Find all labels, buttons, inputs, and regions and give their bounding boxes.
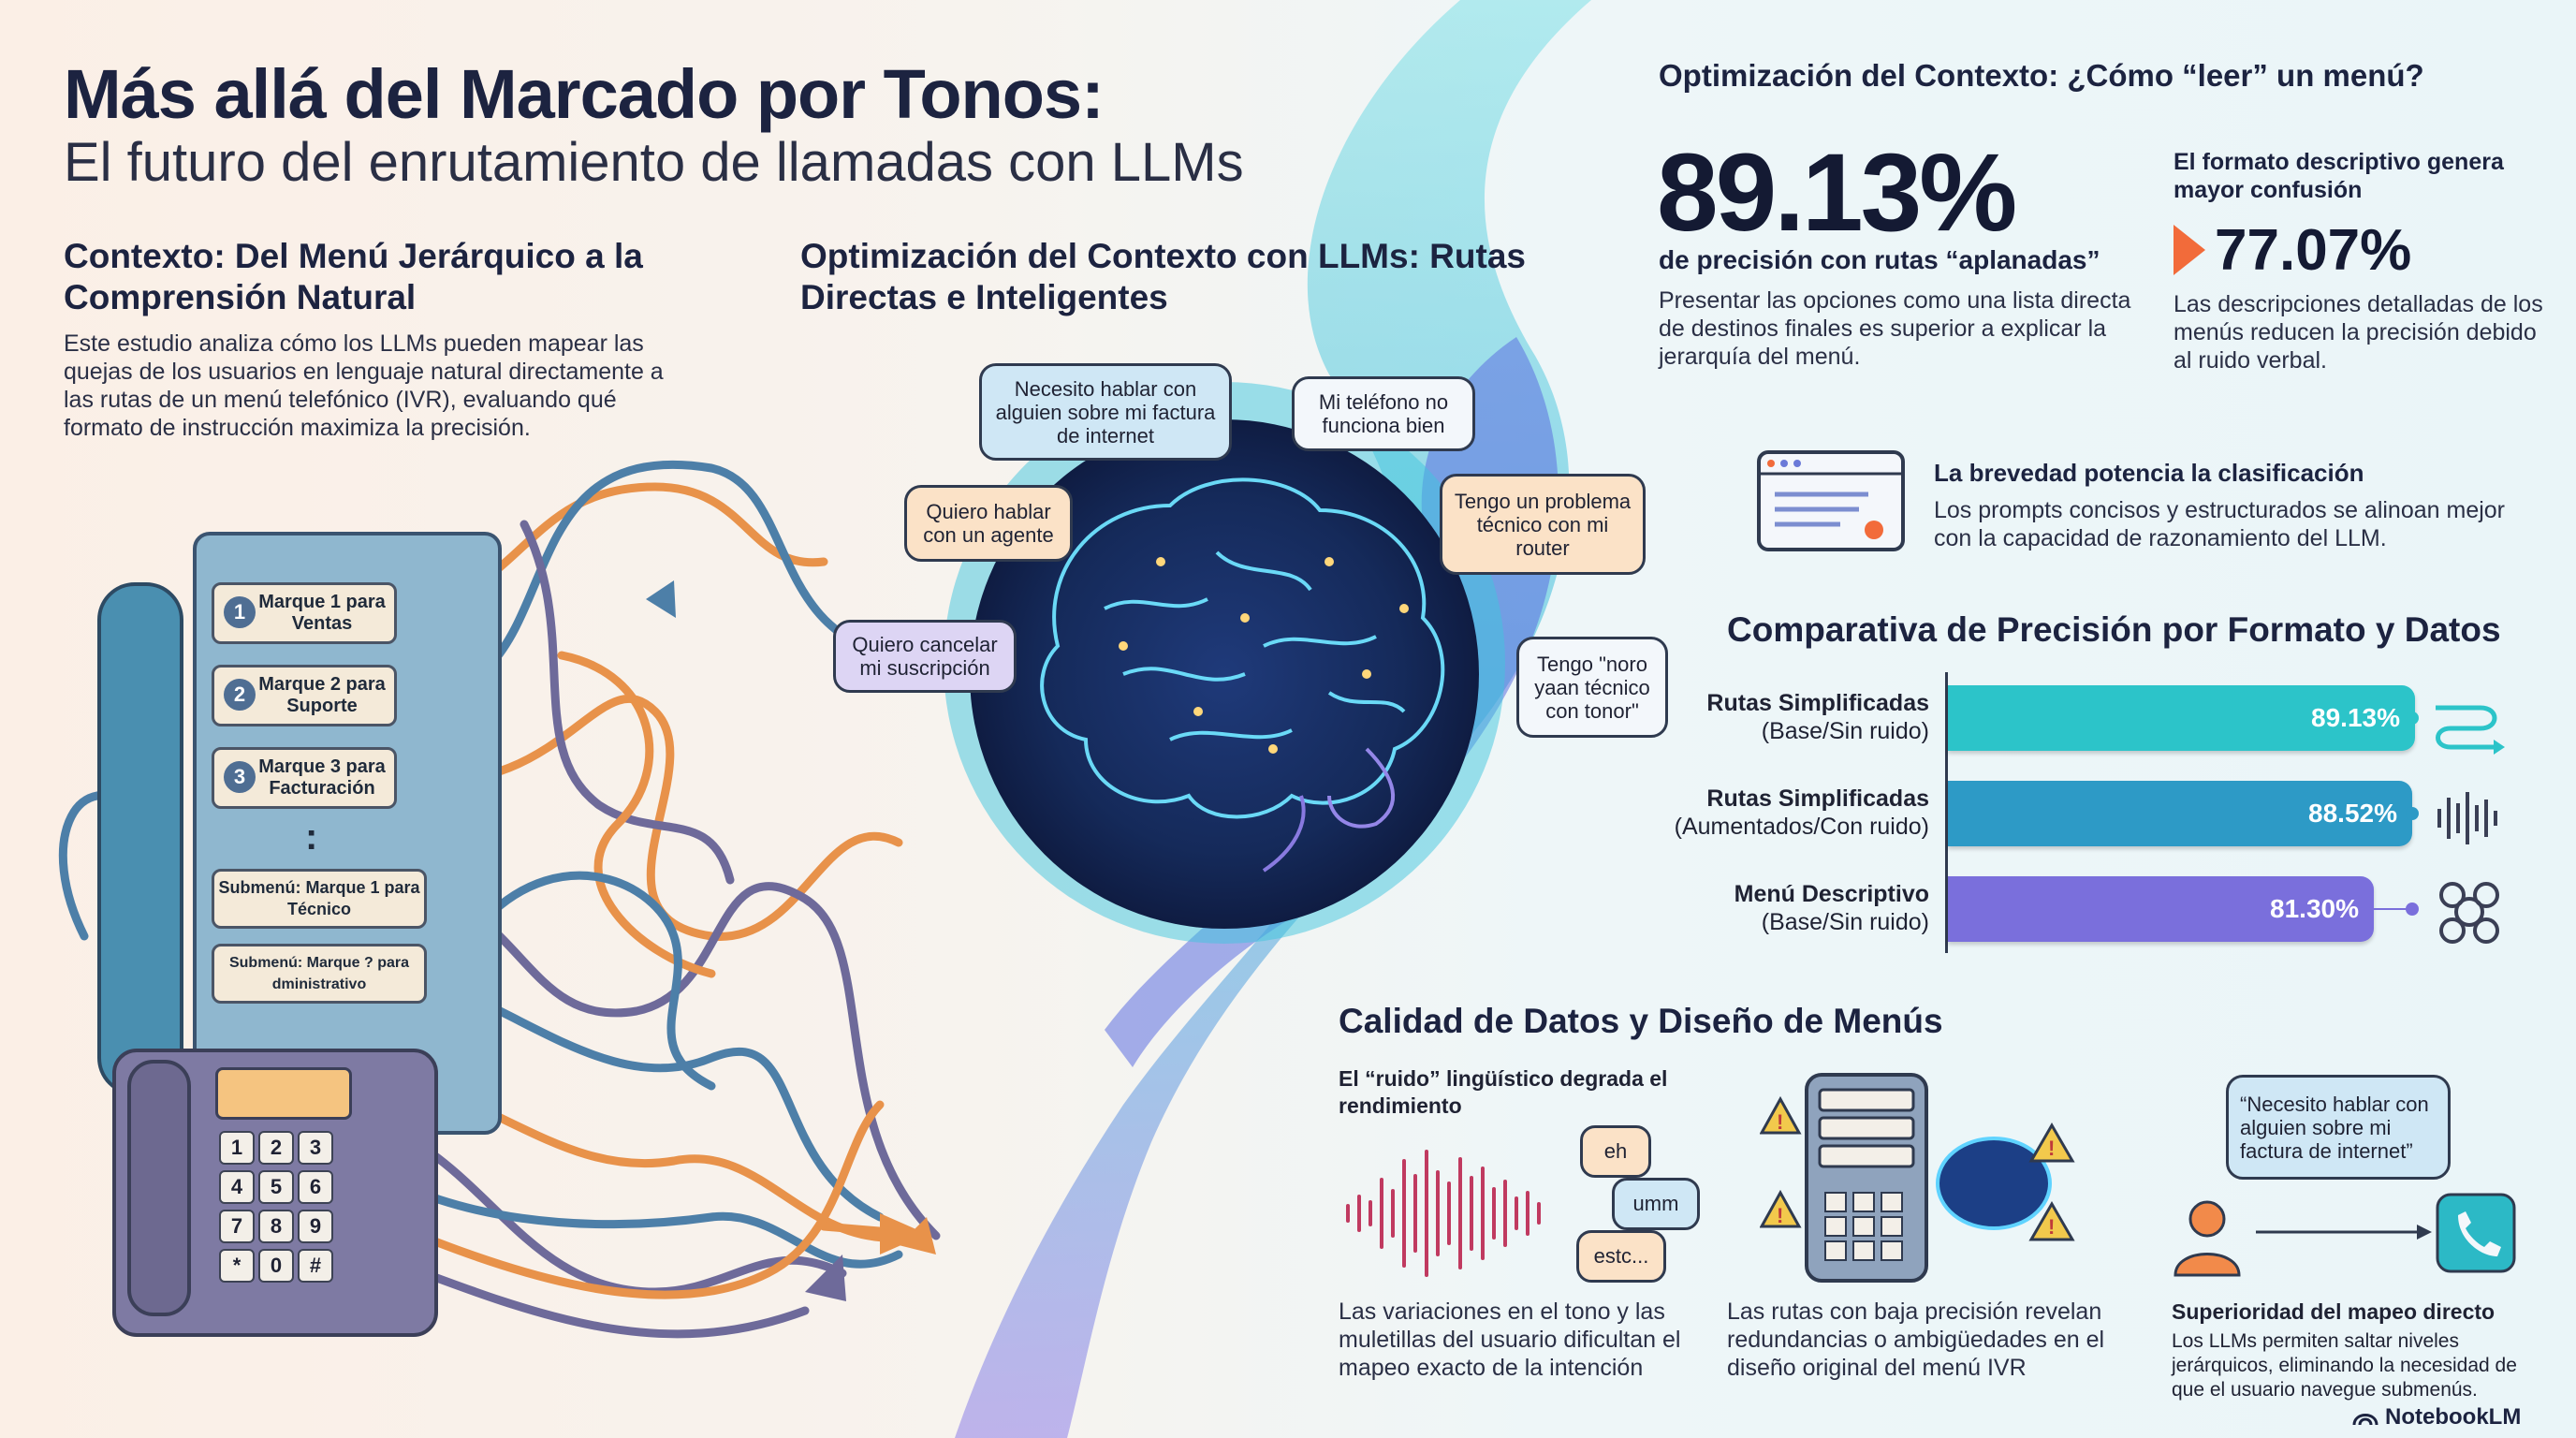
keypad-key[interactable]: 9 bbox=[298, 1210, 333, 1243]
chart-axis bbox=[1945, 672, 1948, 953]
direct-mapping-illustration bbox=[2174, 1193, 2516, 1277]
keypad-key[interactable]: * bbox=[219, 1249, 255, 1283]
right-section-title: Optimización del Contexto: ¿Cómo “leer” … bbox=[1659, 58, 2424, 93]
page-subtitle: El futuro del enrutamiento de llamadas c… bbox=[64, 132, 1244, 193]
menu-option-3[interactable]: 3 Marque 3 para Facturación bbox=[212, 747, 397, 809]
bar-value-label: 88.52% bbox=[2308, 799, 2397, 828]
bar-category-detail: (Base/Sin ruido) bbox=[1761, 718, 1929, 744]
filler-word-estc: estc... bbox=[1576, 1230, 1666, 1283]
keypad-key[interactable]: 3 bbox=[298, 1131, 333, 1165]
keypad-key[interactable]: 0 bbox=[258, 1249, 294, 1283]
descriptive-stat-value: 77.07% bbox=[2215, 218, 2412, 283]
data-quality-title: Calidad de Datos y Diseño de Menús bbox=[1339, 1002, 1943, 1040]
menu-number: 1 bbox=[224, 596, 256, 628]
bar-category-name: Rutas Simplificadas bbox=[1706, 690, 1929, 716]
bar-category-label: Rutas Simplificadas(Base/Sin ruido) bbox=[1555, 689, 1929, 745]
keypad-key[interactable]: 7 bbox=[219, 1210, 255, 1243]
bar-connector-dot bbox=[2406, 712, 2419, 725]
waveform-icon bbox=[2437, 792, 2497, 844]
bar bbox=[1948, 781, 2412, 846]
keypad-key[interactable]: # bbox=[298, 1249, 333, 1283]
descriptive-stat-desc: Las descripciones detalladas de los menú… bbox=[2174, 291, 2543, 374]
keypad-key[interactable]: 2 bbox=[258, 1131, 294, 1165]
menu-option-2[interactable]: 2 Marque 2 para Suporte bbox=[212, 665, 397, 726]
brevity-title: La brevedad potencia la clasificación bbox=[1934, 459, 2364, 487]
svg-text:!: ! bbox=[2048, 1215, 2055, 1239]
svg-text:!: ! bbox=[1777, 1110, 1783, 1134]
speech-bubble-billing: Necesito hablar con alguien sobre mi fac… bbox=[979, 363, 1232, 461]
svg-text:!: ! bbox=[1777, 1204, 1783, 1227]
keypad-key[interactable]: 1 bbox=[219, 1131, 255, 1165]
play-arrow-icon bbox=[2174, 225, 2205, 275]
main-accuracy-label: de precisión con rutas “aplanadas” bbox=[1659, 245, 2100, 274]
context-title: Contexto: Del Menú Jerárquico a la Compr… bbox=[64, 237, 643, 316]
bar-category-name: Menú Descriptivo bbox=[1734, 881, 1929, 907]
bar bbox=[1948, 876, 2374, 942]
ivr-warning-illustration: !!!! bbox=[1760, 1073, 2075, 1283]
phone-call-icon bbox=[2436, 1193, 2516, 1273]
bar-category-label: Rutas Simplificadas(Aumentados/Con ruido… bbox=[1555, 785, 1929, 841]
menu-option-label: Marque 2 para Suporte bbox=[258, 674, 386, 716]
tangle-icon bbox=[2439, 882, 2499, 944]
context-body: Este estudio analiza cómo los LLMs puede… bbox=[64, 330, 664, 441]
menu-option-label: Marque 3 para Facturación bbox=[258, 756, 386, 799]
chart-title: Comparativa de Precisión por Formato y D… bbox=[1727, 610, 2501, 649]
keypad-key[interactable]: 6 bbox=[298, 1170, 333, 1204]
menu-number: 2 bbox=[224, 679, 256, 711]
brand-label: NotebookLM bbox=[2385, 1404, 2522, 1430]
submenu-2[interactable]: Submenú: Marque ? para dministrativo bbox=[212, 944, 427, 1004]
phone-display bbox=[215, 1067, 352, 1120]
phone-receiver-icon bbox=[127, 1060, 191, 1316]
keypad-key[interactable]: 4 bbox=[219, 1170, 255, 1204]
bar-connector-dot bbox=[2406, 807, 2419, 820]
bar-category-label: Menú Descriptivo(Base/Sin ruido) bbox=[1555, 880, 1929, 936]
main-accuracy-desc: Presentar las opciones como una lista di… bbox=[1659, 287, 2131, 370]
sound-wave-icon bbox=[1346, 1150, 1541, 1277]
warning-icon bbox=[1760, 1095, 2075, 1241]
filler-word-eh: eh bbox=[1580, 1125, 1651, 1178]
svg-text:!: ! bbox=[2048, 1137, 2055, 1160]
bar-category-detail: (Base/Sin ruido) bbox=[1761, 909, 1929, 935]
bar-category-detail: (Aumentados/Con ruido) bbox=[1674, 814, 1929, 840]
speech-bubble-noisy: Tengo "noro yaan técnico con tonor" bbox=[1516, 637, 1668, 738]
phone-handset-icon bbox=[97, 582, 183, 1095]
window-icon bbox=[1757, 450, 1905, 551]
menu-number: 3 bbox=[224, 761, 256, 793]
bar-connector-dot bbox=[2406, 902, 2419, 916]
speech-bubble-agent: Quiero hablar con un agente bbox=[904, 485, 1073, 562]
menu-option-label: Marque 1 para Ventas bbox=[258, 592, 386, 634]
bar bbox=[1948, 685, 2415, 751]
page-title: Más allá del Marcado por Tonos: bbox=[64, 55, 1105, 133]
bar-connector bbox=[2374, 908, 2411, 910]
bar-value-label: 81.30% bbox=[2270, 894, 2359, 923]
filler-word-umm: umm bbox=[1612, 1178, 1700, 1230]
menu-option-1[interactable]: 1 Marque 1 para Ventas bbox=[212, 582, 397, 644]
bar-value-label: 89.13% bbox=[2311, 703, 2400, 732]
submenu-1[interactable]: Submenú: Marque 1 para Técnico bbox=[212, 869, 427, 929]
optimization-title: Optimización del Contexto con LLMs: Ruta… bbox=[800, 237, 1526, 316]
bar-category-name: Rutas Simplificadas bbox=[1706, 785, 1929, 812]
keypad-key[interactable]: 5 bbox=[258, 1170, 294, 1204]
descriptive-stat-heading: El formato descriptivo genera mayor conf… bbox=[2174, 149, 2504, 203]
noise-desc: Las variaciones en el tono y las muletil… bbox=[1339, 1299, 1681, 1381]
quote-bubble: “Necesito hablar con alguien sobre mi fa… bbox=[2226, 1075, 2451, 1180]
keypad-key[interactable]: 8 bbox=[258, 1210, 294, 1243]
speech-bubble-phone: Mi teléfono no funciona bien bbox=[1292, 376, 1475, 451]
direct-mapping-desc: Los LLMs permiten saltar niveles jerárqu… bbox=[2172, 1330, 2517, 1401]
speech-bubble-cancel: Quiero cancelar mi suscripción bbox=[833, 620, 1017, 693]
noise-title: El “ruido” lingüístico degrada el rendim… bbox=[1339, 1066, 1668, 1118]
direct-mapping-title: Superioridad del mapeo directo bbox=[2172, 1299, 2496, 1324]
notebooklm-logo-icon bbox=[2352, 1414, 2378, 1426]
menu-ellipsis: : bbox=[305, 816, 318, 858]
chart-icons bbox=[2436, 705, 2505, 944]
speech-bubble-router: Tengo un problema técnico con mi router bbox=[1440, 474, 1646, 575]
route-icon bbox=[2436, 705, 2497, 750]
low-precision-desc: Las rutas con baja precisión revelan red… bbox=[1727, 1299, 2105, 1381]
brevity-desc: Los prompts concisos y estructurados se … bbox=[1934, 497, 2506, 551]
user-icon bbox=[2174, 1200, 2241, 1277]
main-accuracy-stat: 89.13% bbox=[1657, 131, 2017, 255]
